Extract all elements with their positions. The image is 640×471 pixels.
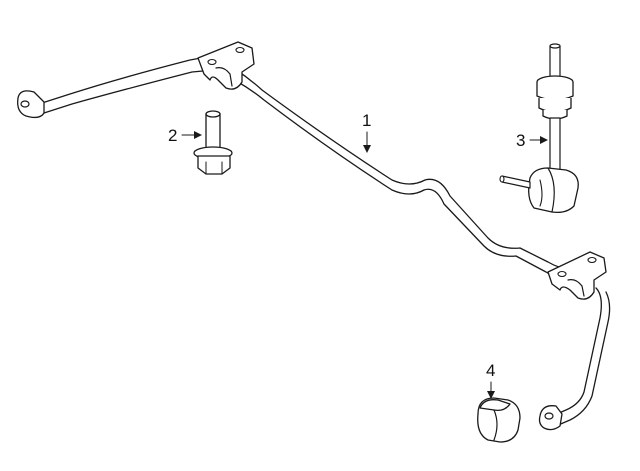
callout-3-arrow-icon: [540, 136, 548, 144]
callout-1-arrow-icon: [363, 145, 371, 153]
bushing-icon: [477, 397, 521, 443]
stabilizer-link-icon: [499, 43, 579, 214]
callout-1: 1: [362, 111, 371, 153]
stabilizer-bar-icon: [17, 41, 611, 431]
callout-3-label: 3: [516, 131, 525, 150]
callout-2: 2: [168, 126, 202, 145]
callout-3: 3: [516, 131, 548, 150]
callout-2-arrow-icon: [194, 131, 202, 139]
callout-4-label: 4: [486, 361, 495, 380]
callout-2-label: 2: [168, 126, 177, 145]
callout-4-arrow-icon: [487, 391, 495, 399]
bolt-icon: [193, 110, 233, 175]
callout-1-label: 1: [362, 111, 371, 130]
callout-4: 4: [486, 361, 495, 399]
